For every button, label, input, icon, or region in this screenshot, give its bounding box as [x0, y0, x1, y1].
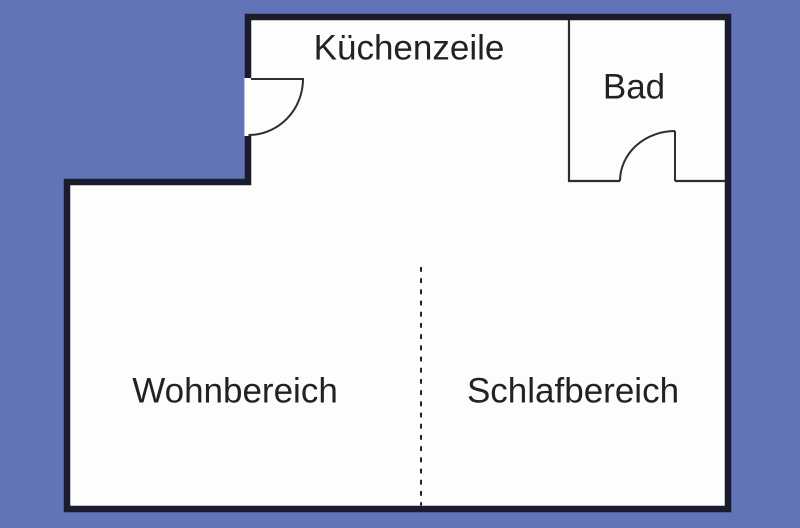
- room-label-wohnbereich: Wohnbereich: [132, 371, 338, 411]
- room-label-kuechenzeile: Küchenzeile: [313, 28, 505, 68]
- outer-walls: [63, 13, 732, 513]
- floor-area: [67, 17, 728, 509]
- bathroom-door-swing: [619, 130, 676, 182]
- room-label-schlafbereich: Schlafbereich: [466, 371, 680, 411]
- entry-door-opening: [244, 78, 249, 136]
- room-label-bad: Bad: [602, 67, 666, 107]
- entry-door-swing: [248, 78, 305, 136]
- bathroom-partition-walls: [567, 20, 725, 183]
